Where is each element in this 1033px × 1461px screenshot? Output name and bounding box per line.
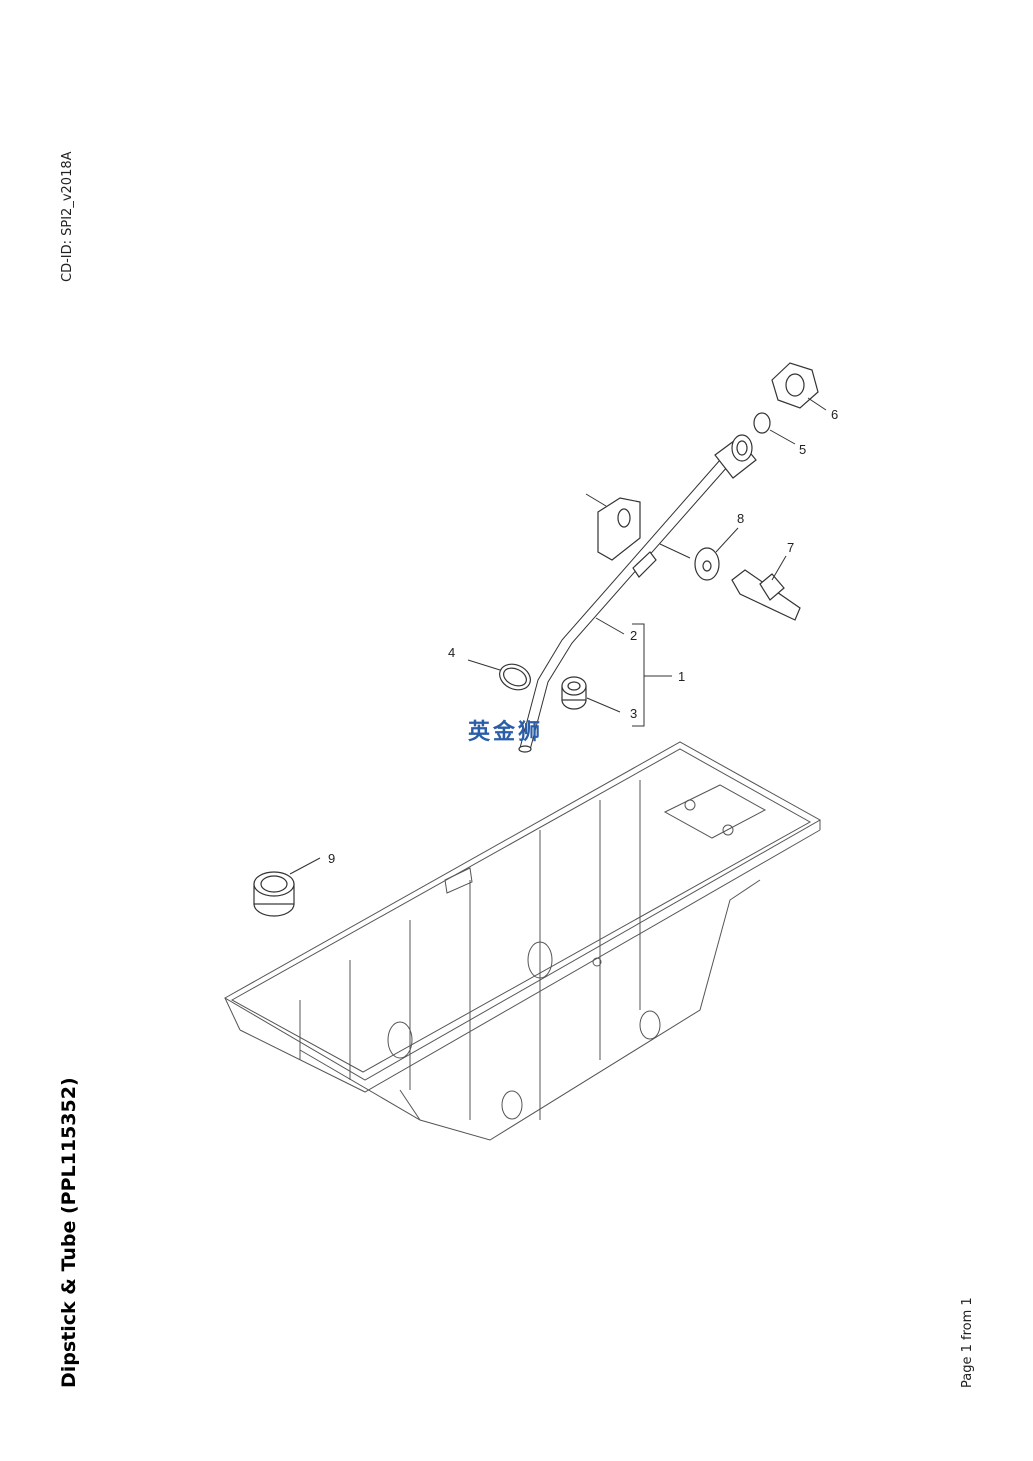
callout-9: 9 <box>328 851 335 866</box>
callout-4: 4 <box>448 645 455 660</box>
dipstick-tube <box>518 434 757 753</box>
part-5-ring <box>753 412 796 445</box>
watermark: 英金狮 <box>468 719 543 745</box>
callout-1: 1 <box>678 669 685 684</box>
oil-pan <box>223 741 822 1141</box>
part-7-bolt <box>731 555 801 621</box>
part-6-nut <box>771 362 827 411</box>
part-3-plug <box>561 676 621 713</box>
callout-5: 5 <box>799 442 806 457</box>
callout-3: 3 <box>630 706 637 721</box>
callout-6: 6 <box>831 407 838 422</box>
callout-8: 8 <box>737 511 744 526</box>
callout-7: 7 <box>787 540 794 555</box>
part-8-washer <box>694 527 739 581</box>
part-9-plug <box>253 857 321 917</box>
callout-2: 2 <box>630 628 637 643</box>
tube-bracket <box>585 493 691 561</box>
part-4-ring <box>467 659 531 691</box>
